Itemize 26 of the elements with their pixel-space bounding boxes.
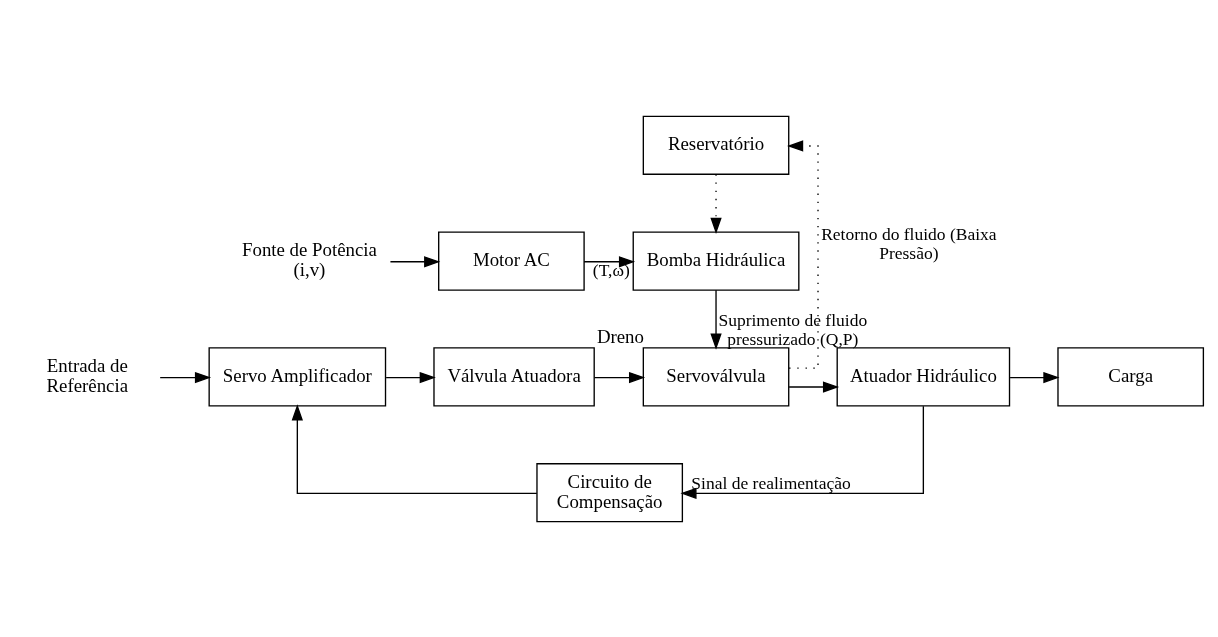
node-box: Servo Amplificador bbox=[208, 346, 387, 406]
node-box: Circuito de Compensação bbox=[536, 462, 684, 522]
arrow bbox=[788, 380, 840, 393]
arrow bbox=[291, 403, 538, 494]
edge-label: Suprimento de fluido pressurizado (Q,P) bbox=[718, 309, 868, 349]
node-text: Fonte de Potência (i,v) bbox=[242, 238, 377, 280]
node-box: Carga bbox=[1057, 346, 1205, 406]
node-text: Entrada de Referência bbox=[46, 354, 129, 396]
edge-label: Retorno do fluido (Baixa Pressão) bbox=[821, 223, 997, 263]
edge-label: Sinal de realimentação bbox=[691, 472, 851, 492]
arrow bbox=[787, 139, 819, 369]
node-box: Motor AC bbox=[438, 231, 585, 291]
arrow bbox=[159, 371, 212, 383]
edge-label: (T,ω) bbox=[592, 259, 630, 280]
node-box: Bomba Hidráulica bbox=[632, 231, 800, 291]
arrow bbox=[710, 173, 722, 234]
node-box: Válvula Atuadora bbox=[433, 346, 595, 406]
arrow bbox=[593, 371, 646, 383]
arrow bbox=[680, 405, 925, 499]
arrow bbox=[710, 289, 722, 350]
arrow bbox=[1009, 371, 1060, 383]
arrow bbox=[389, 255, 441, 267]
node-label: Dreno bbox=[596, 325, 644, 347]
node-box: Reservatório bbox=[642, 115, 790, 175]
arrow bbox=[583, 255, 636, 267]
arrow bbox=[385, 371, 436, 383]
